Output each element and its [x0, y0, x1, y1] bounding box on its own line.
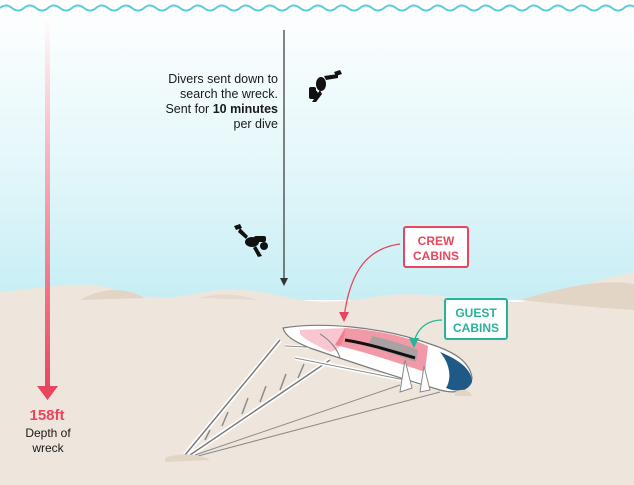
wave-icon — [0, 4, 634, 12]
depth-label-line: Depth of — [25, 426, 71, 440]
crew-label-line: CABINS — [412, 249, 459, 263]
crew-cabins-label: CREW CABINS — [403, 226, 469, 268]
wreck — [165, 324, 473, 462]
crew-label-line: CREW — [417, 234, 455, 248]
dive-note: Divers sent down to search the wreck. Se… — [128, 72, 278, 132]
seabed — [0, 272, 634, 485]
crew-callout-line — [343, 243, 401, 319]
dive-note-line: Sent for 10 minutes — [128, 102, 278, 117]
guest-cabins-label: GUEST CABINS — [444, 298, 508, 340]
dive-duration: 10 minutes — [212, 102, 278, 116]
dive-note-line: Divers sent down to — [168, 72, 278, 86]
depth-label: Depth of wreck — [16, 426, 80, 456]
dive-note-prefix: Sent for — [165, 102, 213, 116]
dive-note-line: search the wreck. — [180, 87, 278, 101]
crew-callout-arrow — [339, 312, 349, 322]
descent-arrow-head — [280, 278, 288, 286]
diver-icon — [234, 224, 268, 257]
seabed-ridge — [200, 294, 258, 300]
guest-label-line: GUEST — [455, 306, 497, 320]
dive-note-line: per dive — [233, 117, 278, 131]
depth-label-line: wreck — [32, 441, 64, 455]
guest-label-line: CABINS — [452, 321, 499, 335]
guest-callout-arrow — [409, 338, 419, 348]
water-background — [0, 0, 634, 300]
seabed-ridge — [80, 289, 145, 300]
depth-arrow-shaft — [45, 14, 50, 392]
depth-arrow-head — [37, 386, 58, 400]
seabed-ridge — [520, 282, 634, 310]
depth-value: 158ft — [29, 407, 65, 424]
diver-icon — [309, 70, 342, 102]
